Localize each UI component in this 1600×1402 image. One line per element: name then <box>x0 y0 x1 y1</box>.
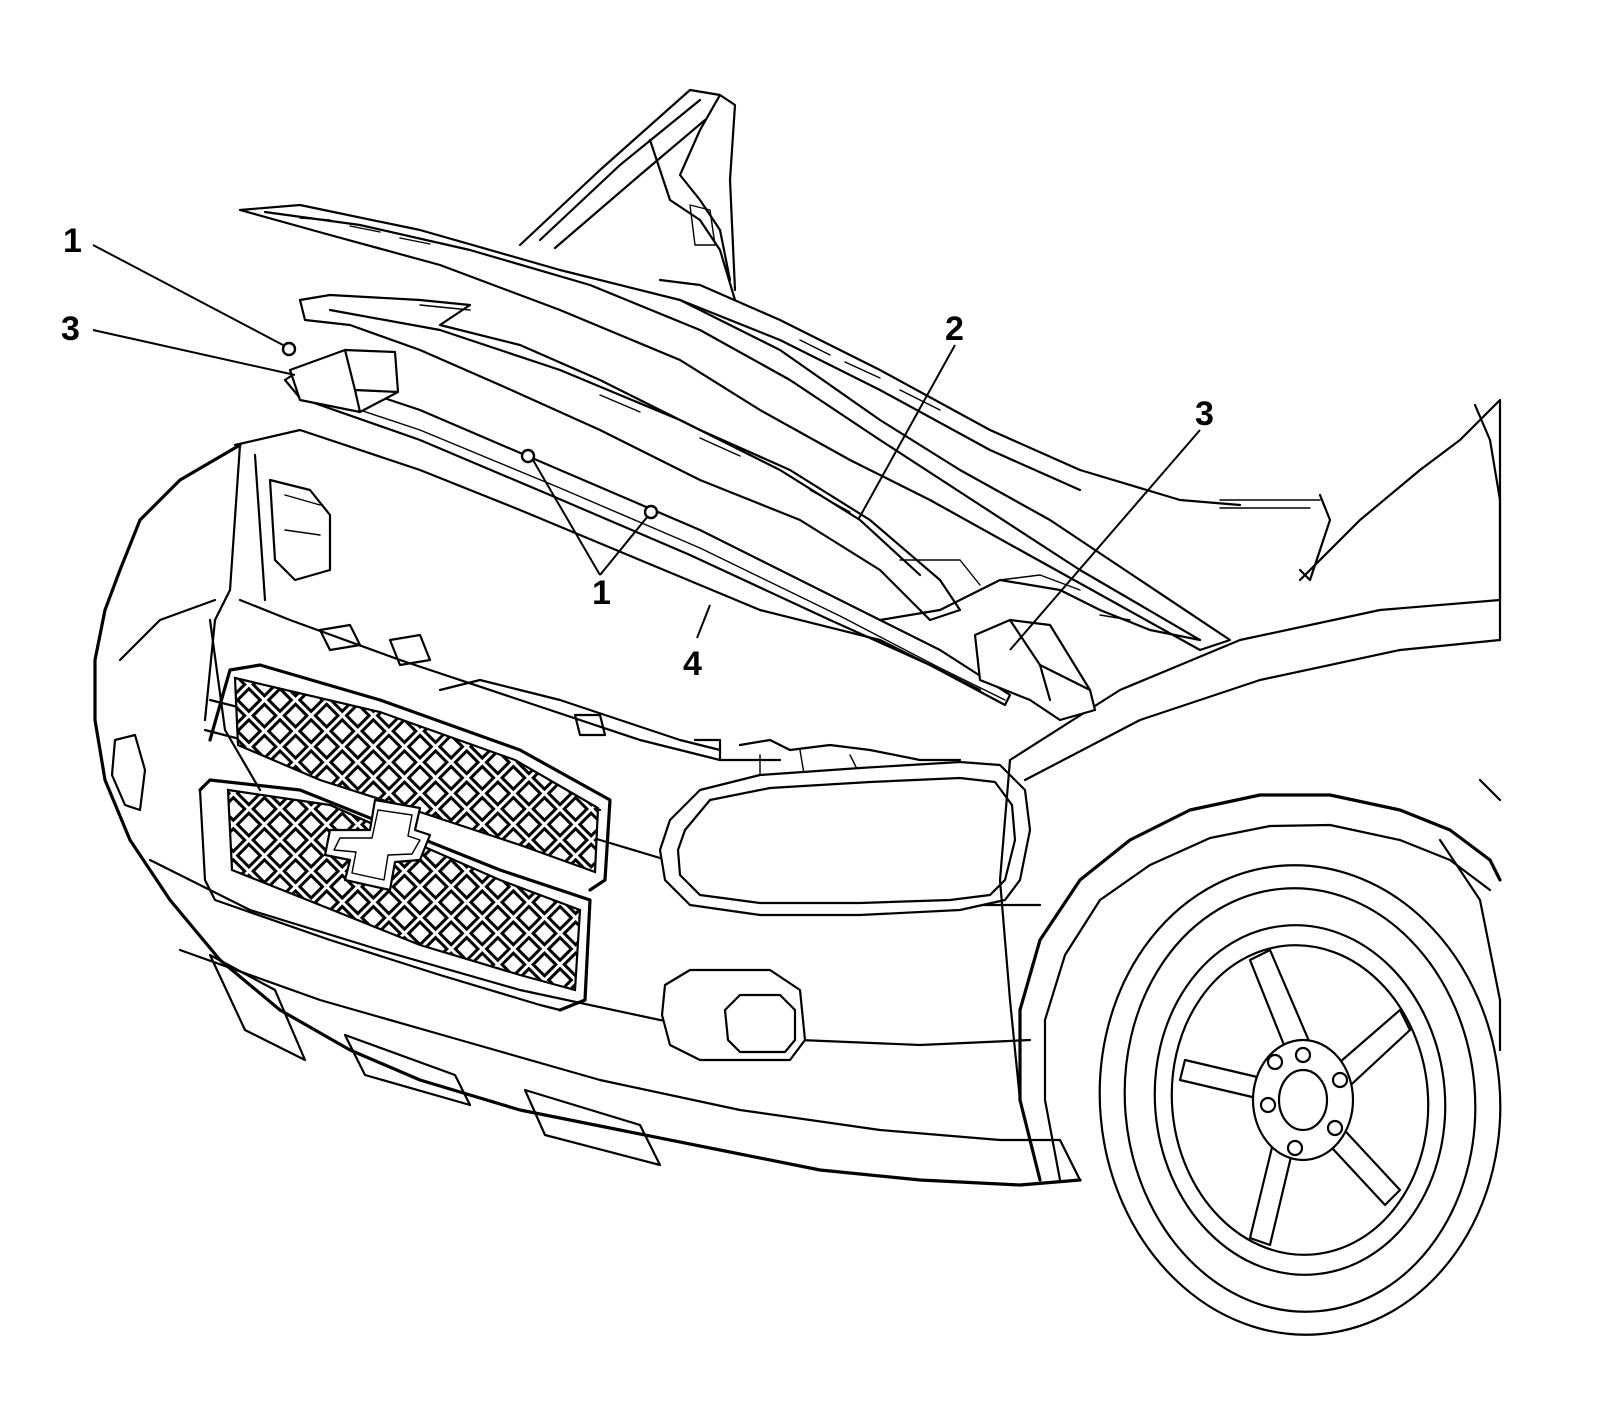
engine-compartment <box>228 428 1202 781</box>
hood-front-seal <box>283 368 1012 707</box>
wheel-spokes <box>1178 948 1412 1247</box>
callouts: 1 3 2 3 1 4 <box>61 222 1214 683</box>
callout-1-center: 1 <box>592 574 611 612</box>
callout-3-right: 3 <box>1195 395 1214 433</box>
callout-1-left: 1 <box>63 222 82 260</box>
right-fender <box>1008 398 1502 782</box>
callout-4: 4 <box>683 645 702 683</box>
front-wheel <box>1098 864 1502 1336</box>
hood <box>238 203 1232 652</box>
fastener-right <box>643 504 659 520</box>
left-hood-bumper <box>288 348 400 414</box>
air-inlet-grille-panel <box>298 293 981 622</box>
windshield-frame <box>518 88 1321 509</box>
fastener-center <box>520 448 536 464</box>
callout-3-left: 3 <box>61 310 80 348</box>
fog-lamp <box>660 968 807 1062</box>
fastener-left <box>281 341 297 357</box>
headlamp <box>658 760 1032 917</box>
upper-grille <box>208 663 612 892</box>
leader-lines <box>92 244 1201 651</box>
right-hood-bumper <box>973 618 1097 722</box>
wheel-arch <box>998 758 1502 1182</box>
bowtie-emblem <box>323 798 432 892</box>
fasteners <box>281 341 659 520</box>
callout-2: 2 <box>945 310 964 348</box>
